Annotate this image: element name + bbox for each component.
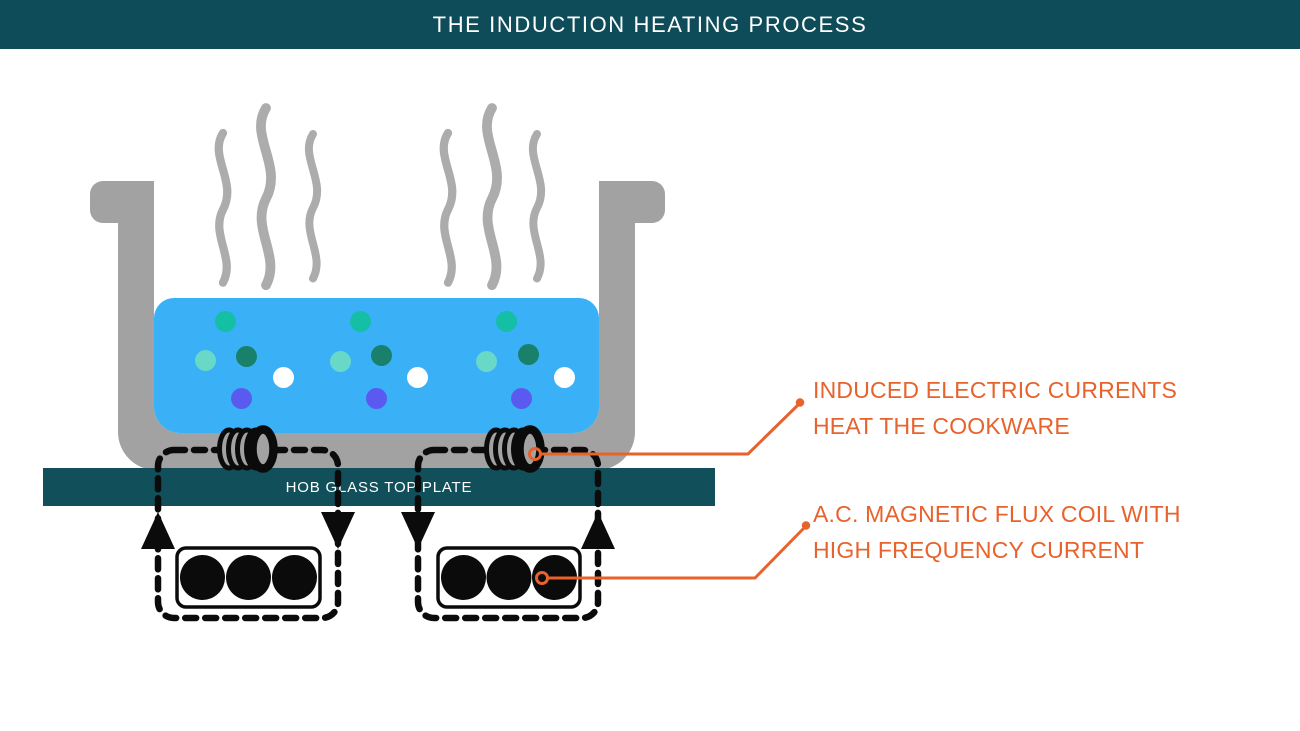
coil-housing-right [436,546,582,609]
bubble [553,366,575,388]
induction-coil-right [484,425,545,473]
annotation-line: HEAT THE COOKWARE [813,413,1070,439]
flux-arrows [141,512,615,549]
annotation-line: HIGH FREQUENCY CURRENT [813,537,1145,563]
bubble [517,343,539,365]
bubble [230,387,252,409]
annotation-line: A.C. MAGNETIC FLUX COIL WITH [813,501,1181,527]
bubble [214,310,236,332]
coil-winding [226,555,271,600]
arrow-down-icon [321,512,355,549]
annotation-flux-coil: A.C. MAGNETIC FLUX COIL WITH HIGH FREQUE… [813,496,1181,568]
bubble [510,387,532,409]
leader-line-induced-currents [528,398,805,461]
bubble [194,349,216,371]
arrow-down-icon [401,512,435,549]
induction-coil-left [217,425,278,473]
annotation-induced-currents: INDUCED ELECTRIC CURRENTS HEAT THE COOKW… [813,372,1177,444]
coil-winding [486,555,532,600]
coil-winding [180,555,225,600]
bubble [365,387,387,409]
water [154,298,599,433]
steam-group-right [444,108,541,285]
coil-winding [441,555,486,600]
page-title: THE INDUCTION HEATING PROCESS [432,11,868,37]
leader-line-flux-coil [535,521,811,585]
coil-winding [272,555,317,600]
bubble [370,344,392,366]
bubble [329,350,351,372]
bubble [406,366,428,388]
bubble [235,345,257,367]
header-bar: THE INDUCTION HEATING PROCESS [0,0,1300,49]
annotation-line: INDUCED ELECTRIC CURRENTS [813,377,1178,403]
hob-plate-label: HOB GLASS TOP PLATE [285,478,473,496]
bubble [475,350,497,372]
bubble [495,310,517,332]
coil-housing-left [175,546,322,609]
arrow-up-icon [581,512,615,549]
steam-group-left [219,108,317,285]
bubble [349,310,371,332]
bubble [272,366,294,388]
arrow-up-icon [141,512,175,549]
